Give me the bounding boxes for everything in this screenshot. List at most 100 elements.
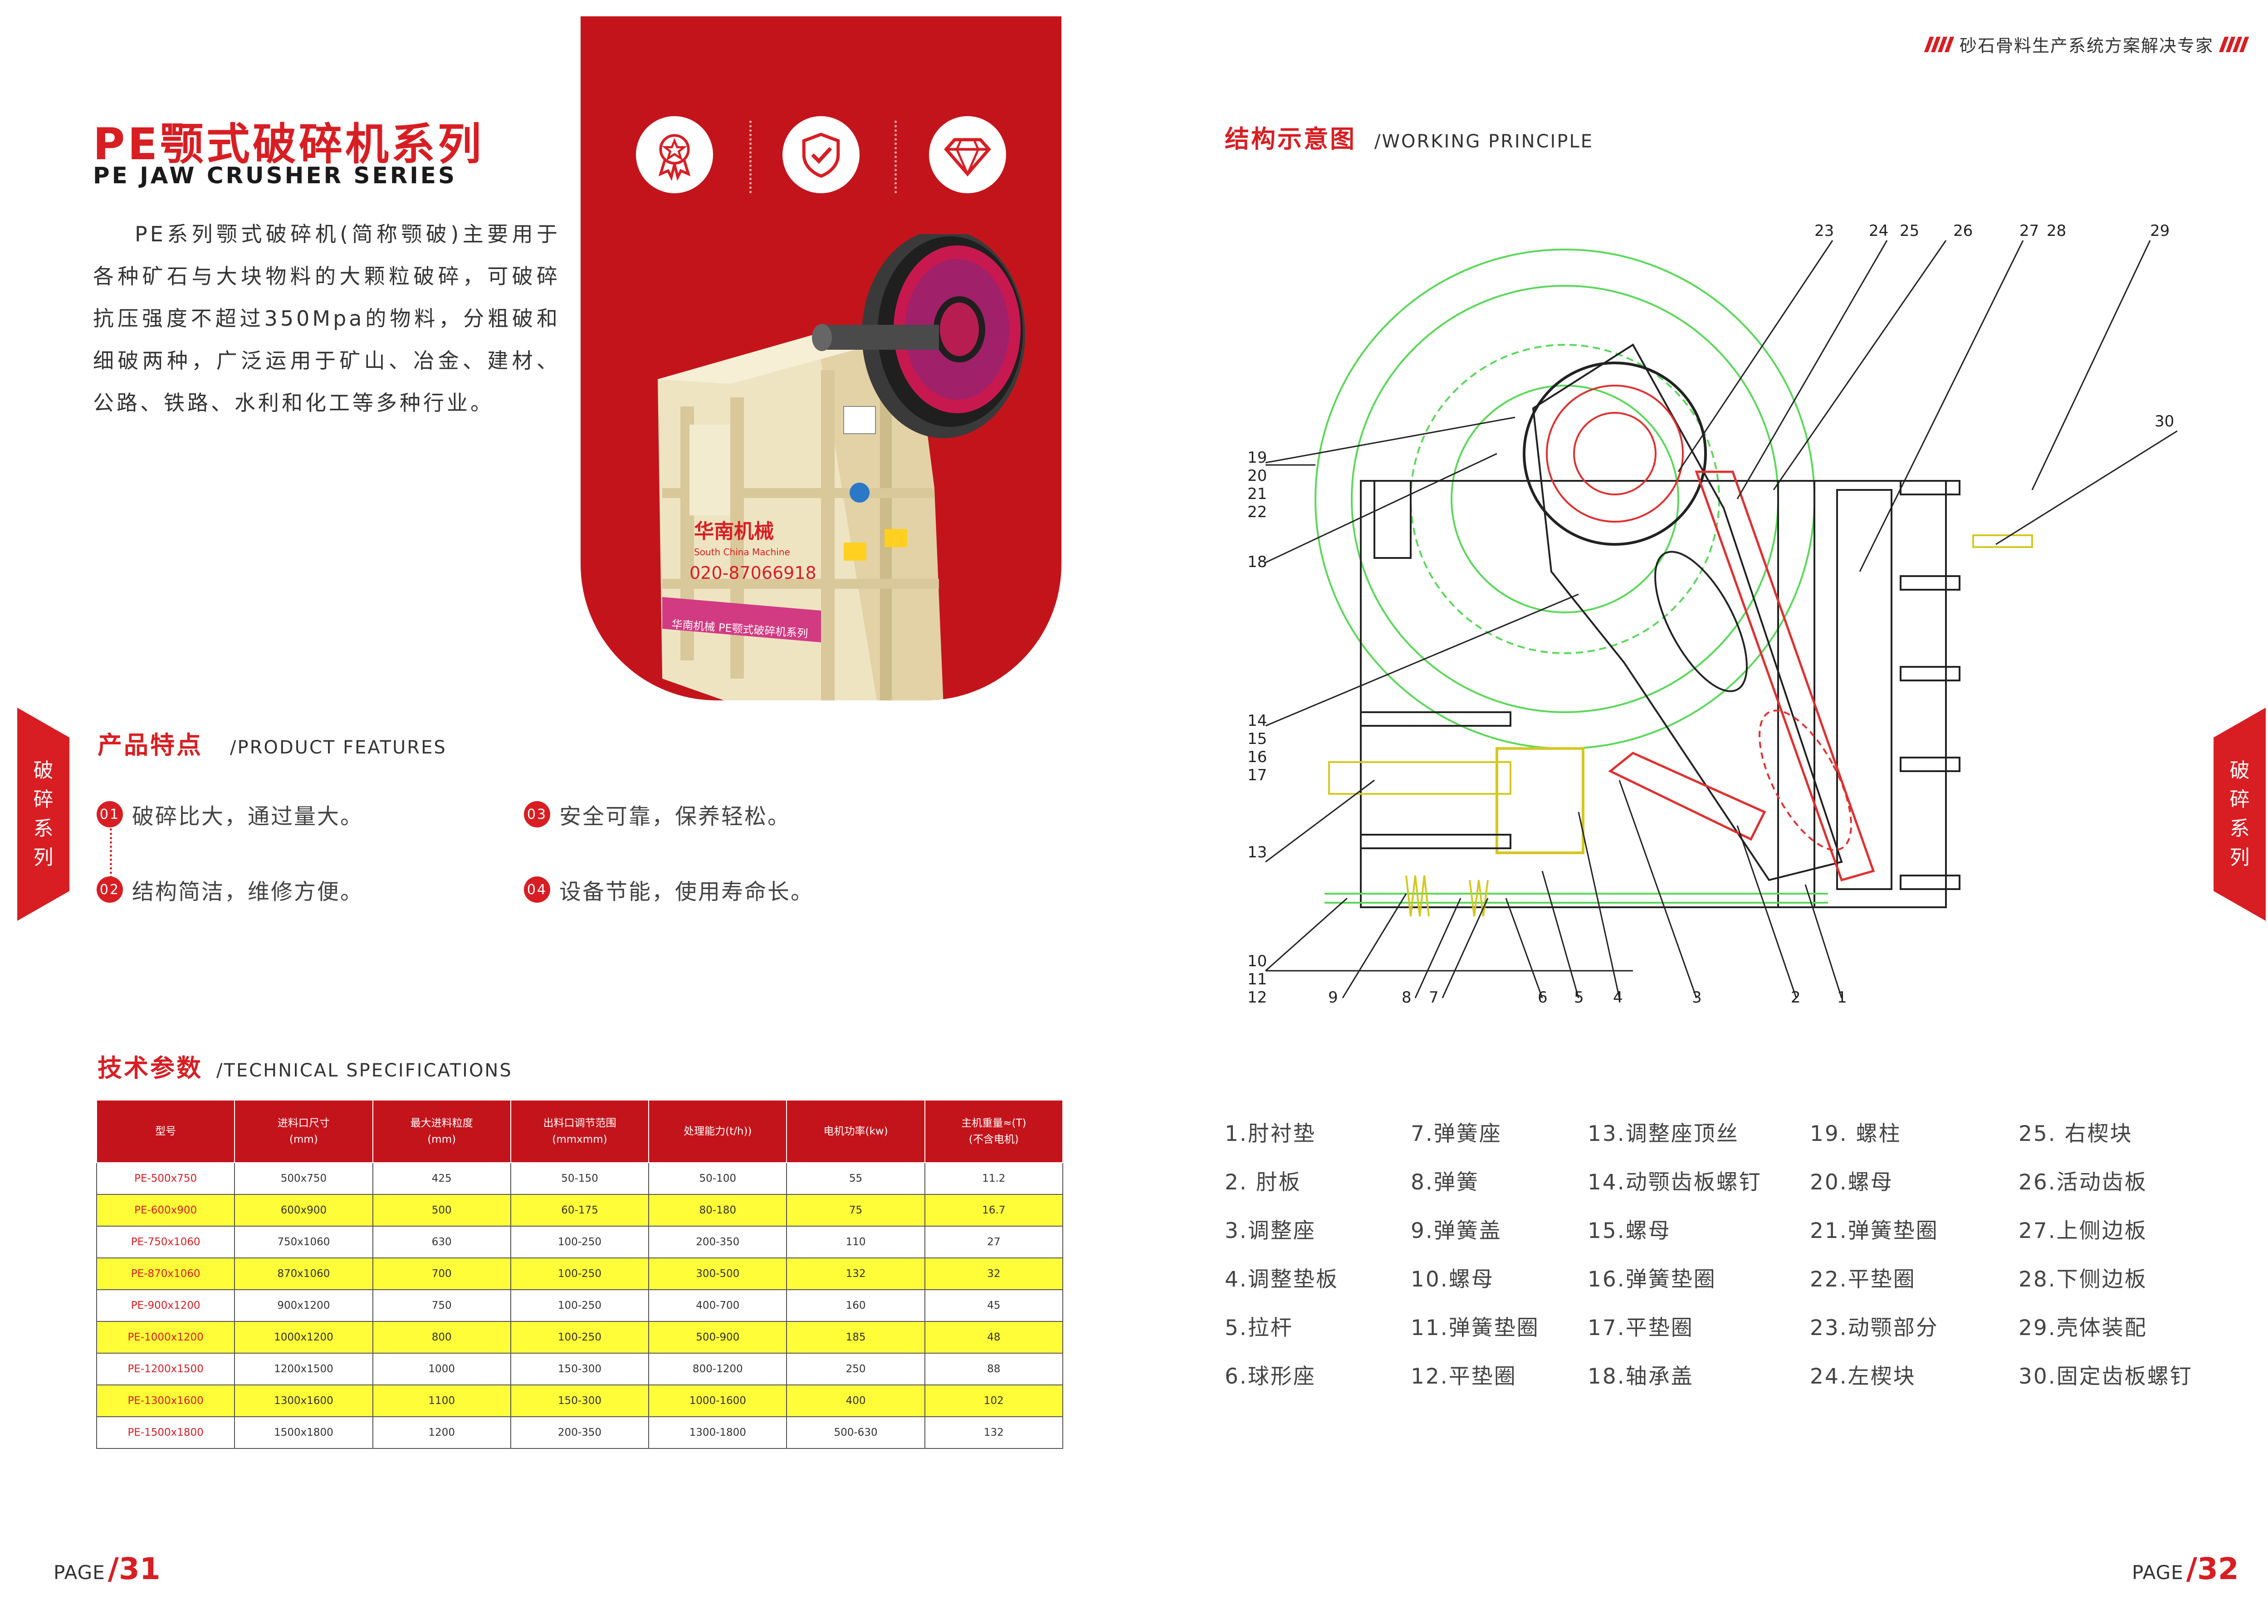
table-cell: 1000-1600: [648, 1384, 787, 1417]
table-cell: 100-250: [510, 1289, 650, 1322]
spec-header-cell: 电机功率(kw): [786, 1100, 925, 1163]
callout-label: 9: [1328, 988, 1338, 1007]
table-cell: 48: [924, 1321, 1064, 1354]
feature-item: 03 安全可靠，保养轻松。: [524, 798, 791, 830]
callout-label: 24: [1869, 222, 1888, 240]
model-cell: PE-600x900: [96, 1194, 235, 1227]
part-item: 6.球形座: [1225, 1364, 1316, 1389]
table-cell: 400: [786, 1384, 925, 1417]
part-item: 12.平垫圈: [1411, 1364, 1517, 1389]
feature-number-badge: 01: [97, 801, 123, 827]
table-cell: 185: [786, 1321, 925, 1354]
table-cell: 60-175: [510, 1194, 650, 1227]
table-cell: 300-500: [648, 1257, 787, 1290]
table-cell: 1000x1200: [234, 1321, 373, 1354]
table-cell: 200-350: [648, 1226, 787, 1258]
model-cell: PE-1200x1500: [96, 1353, 235, 1385]
callout-label: 4: [1613, 988, 1623, 1007]
page-subtitle: PE JAW CRUSHER SERIES: [93, 162, 457, 189]
part-item: 14.动颚齿板螺钉: [1588, 1170, 1762, 1195]
header-line: (mmxmm): [552, 1134, 607, 1145]
working-principle-diagram: 23 24 25 26 27 28 29 19 20 21 22 18 14 1…: [1247, 222, 2177, 1007]
diamond-icon: [929, 116, 1006, 193]
side-tab-char: 系: [2229, 817, 2250, 840]
feature-text: 安全可靠，保养轻松。: [559, 804, 791, 829]
table-cell: 500x750: [234, 1162, 373, 1195]
table-cell: 50-150: [510, 1162, 650, 1195]
feature-number-badge: 04: [524, 876, 550, 903]
page-num: /31: [108, 1551, 161, 1586]
page-label: PAGE: [2132, 1561, 2184, 1584]
part-item: 5.拉杆: [1225, 1316, 1293, 1340]
part-item: 18.轴承盖: [1588, 1364, 1694, 1389]
table-cell: 32: [924, 1257, 1064, 1290]
part-item: 4.调整垫板: [1225, 1267, 1339, 1292]
header-line: 型号: [155, 1125, 176, 1137]
callout-label: 19: [1247, 449, 1267, 467]
table-cell: 100-250: [510, 1257, 650, 1290]
features-heading: 产品特点 /PRODUCT FEATURES: [98, 725, 447, 761]
machine-brand-cn: 华南机械: [694, 520, 774, 543]
spec-header-cell: 最大进料粒度(mm): [372, 1100, 511, 1163]
table-cell: 1000: [372, 1353, 511, 1385]
part-item: 15.螺母: [1588, 1218, 1671, 1243]
icon-divider: [894, 121, 897, 193]
header-line: 处理能力(t/h)): [684, 1125, 752, 1137]
part-item: 1.肘衬垫: [1225, 1121, 1316, 1146]
table-cell: 200-350: [510, 1416, 650, 1449]
feature-text: 破碎比大，通过量大。: [132, 804, 364, 829]
part-item: 2. 肘板: [1225, 1170, 1301, 1195]
table-cell: 100-250: [510, 1321, 650, 1354]
table-cell: 630: [372, 1226, 511, 1258]
side-tab-char: 碎: [33, 788, 54, 811]
callout-label: 1: [1837, 988, 1847, 1007]
diagram-title: 结构示意图: [1225, 125, 1356, 153]
page-num: /32: [2186, 1551, 2239, 1586]
callout-label: 29: [2150, 222, 2170, 240]
specs-heading: 技术参数 /TECHNICAL SPECIFICATIONS: [98, 1048, 513, 1084]
header-slogan: 砂石骨料生产系统方案解决专家: [1919, 32, 2254, 57]
callout-label: 10: [1247, 952, 1267, 970]
table-cell: 750: [372, 1289, 511, 1322]
table-cell: 870x1060: [234, 1257, 373, 1290]
table-cell: 11.2: [924, 1162, 1064, 1195]
table-cell: 45: [924, 1289, 1064, 1322]
side-tab-right: 破 碎 系 列: [2214, 708, 2266, 921]
model-cell: PE-1500x1800: [96, 1416, 235, 1449]
header-line: 进料口尺寸: [277, 1117, 330, 1129]
table-cell: 400-700: [648, 1289, 787, 1322]
table-cell: 132: [786, 1257, 925, 1290]
table-cell: 800: [372, 1321, 511, 1354]
table-cell: 110: [786, 1226, 925, 1258]
callout-label: 16: [1247, 748, 1267, 766]
table-cell: 50-100: [648, 1162, 787, 1195]
table-cell: 160: [786, 1289, 925, 1322]
part-item: 9.弹簧盖: [1411, 1218, 1502, 1243]
features-title: 产品特点: [98, 731, 203, 759]
callout-label: 27: [2019, 222, 2039, 240]
part-item: 11.弹簧垫圈: [1411, 1316, 1540, 1340]
side-tab-char: 破: [2229, 759, 2250, 782]
part-item: 29.壳体装配: [2019, 1316, 2147, 1340]
diagram-heading: 结构示意图 /WORKING PRINCIPLE: [1225, 119, 1593, 155]
header-line: 电机功率(kw): [823, 1125, 888, 1137]
intro-paragraph: PE系列颚式破碎机(简称颚破)主要用于各种矿石与大块物料的大颗粒破碎，可破碎抗压…: [93, 222, 560, 415]
table-cell: 500: [372, 1194, 511, 1227]
part-item: 23.动颚部分: [1810, 1316, 1939, 1340]
part-item: 25. 右楔块: [2019, 1121, 2133, 1146]
table-cell: 55: [786, 1162, 925, 1195]
callout-label: 6: [1538, 988, 1548, 1007]
part-item: 27.上侧边板: [2019, 1218, 2147, 1243]
spec-table: 型号 进料口尺寸(mm) 最大进料粒度(mm) 出料口调节范围(mmxmm) 处…: [96, 1100, 1064, 1449]
callout-label: 3: [1692, 988, 1702, 1007]
feature-item: 02 结构简洁，维修方便。: [97, 874, 363, 905]
model-cell: PE-900x1200: [96, 1289, 235, 1322]
